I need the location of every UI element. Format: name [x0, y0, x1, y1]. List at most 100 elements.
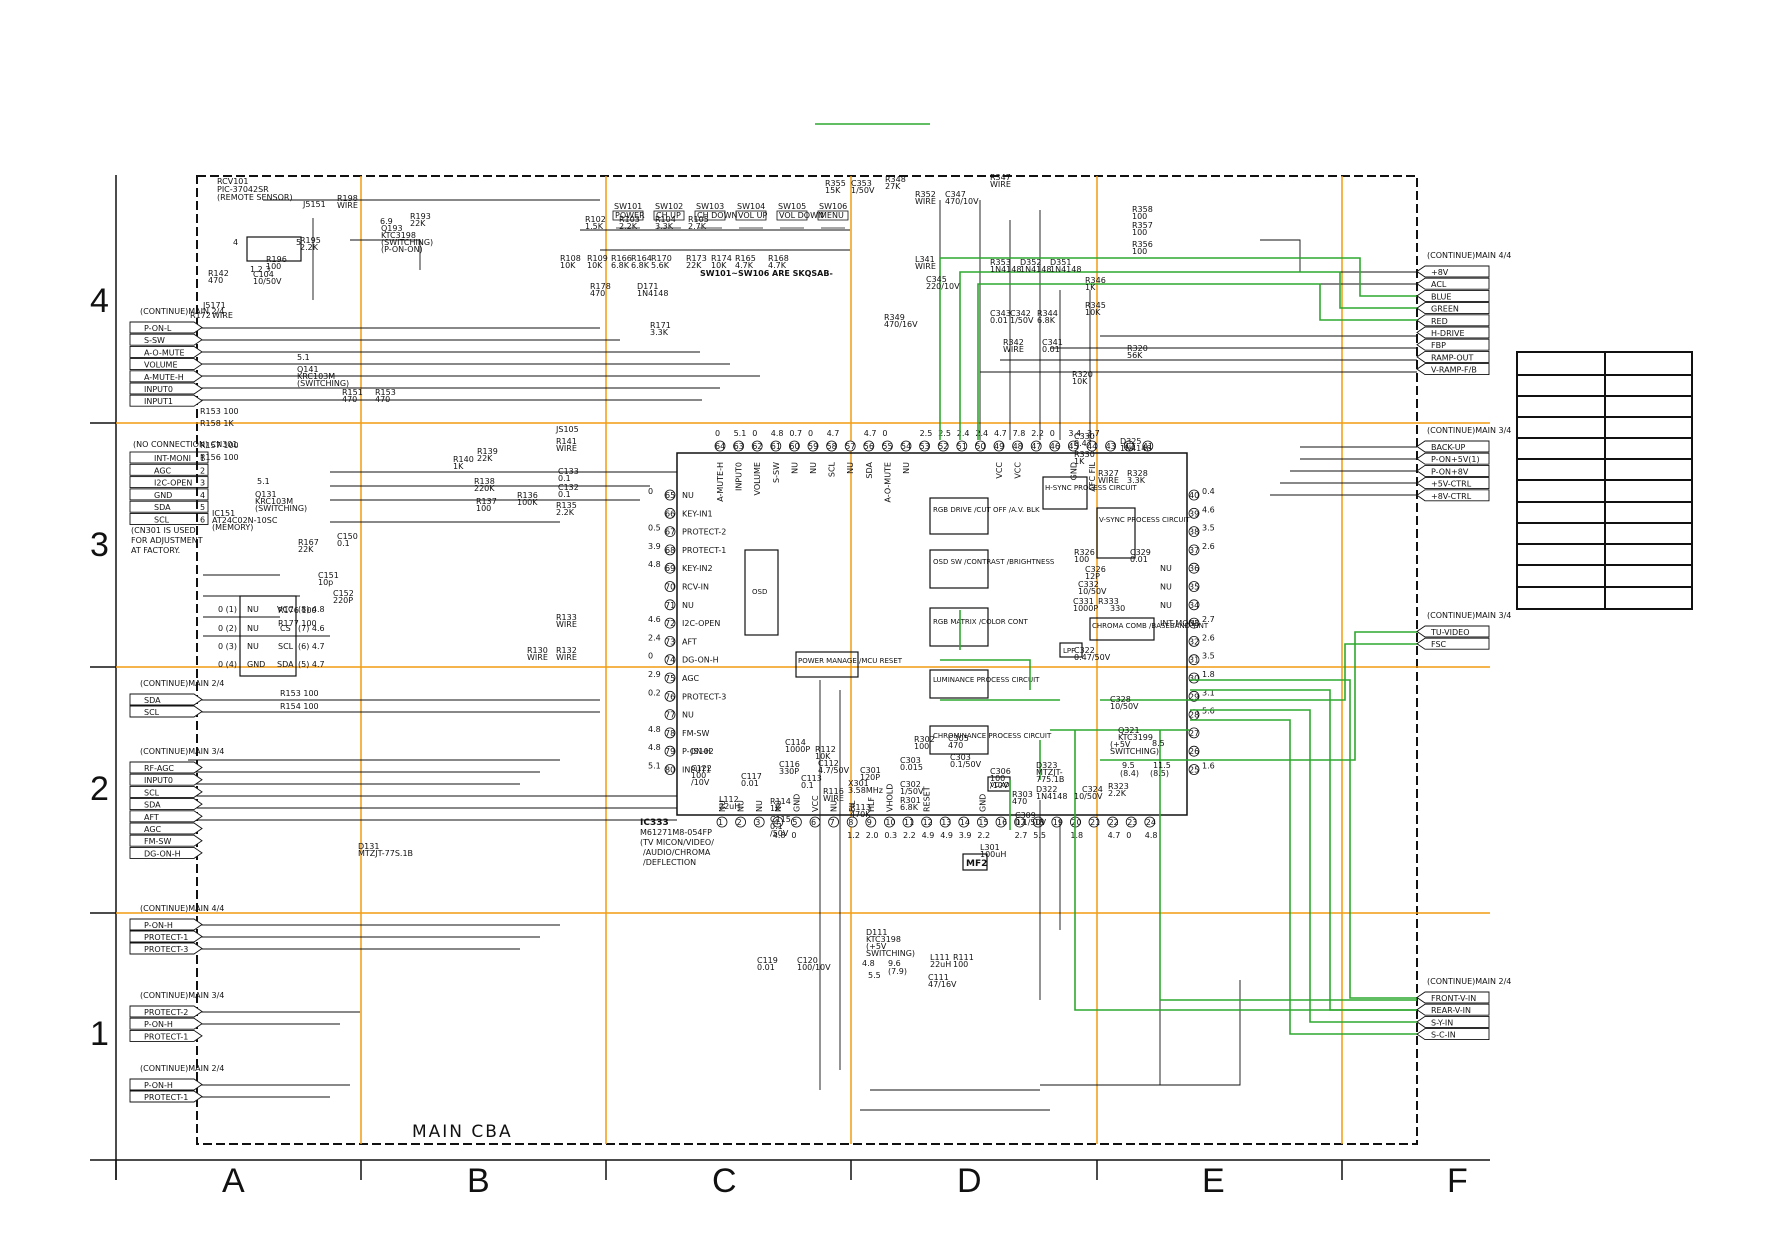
part-label: 220K	[474, 484, 495, 493]
part-label: 5.5	[868, 971, 881, 980]
part-label: R166	[611, 254, 632, 263]
connector-header: (CONTINUE)MAIN 3/4	[140, 991, 224, 1000]
part-label: R153 100	[200, 407, 239, 416]
pin-voltage: 2.4	[957, 429, 970, 438]
pin-38	[1188, 526, 1200, 537]
part-label: (+5V	[866, 942, 887, 951]
connector-pin-label: P-ON-H	[144, 921, 173, 930]
pin-voltage: 1.2	[847, 831, 860, 840]
connector-pin-box	[129, 761, 203, 774]
pin-label: PROTECT-1	[682, 546, 726, 555]
part-label: R345	[1085, 301, 1106, 310]
pin-voltage: 1.8	[1202, 670, 1215, 679]
pin-48	[1012, 440, 1023, 452]
part-label: R151	[342, 388, 363, 397]
part-label: R328	[1127, 469, 1148, 478]
connector-pin-label: INPUT0	[144, 385, 173, 394]
pin-voltage: 0	[715, 429, 720, 438]
rcv101-body	[246, 236, 302, 262]
pin-voltage: 3.9	[959, 831, 972, 840]
pin-53	[919, 440, 930, 452]
ic333-desc-2: /AUDIO/CHROMA	[643, 848, 711, 857]
part-label: C112	[818, 759, 839, 768]
svg-text:CS: CS	[280, 624, 291, 633]
part-label: C353	[851, 179, 872, 188]
part-label: 0.01	[1130, 555, 1148, 564]
connector-pin-box	[129, 798, 203, 811]
pin-label: GND	[1069, 462, 1078, 480]
pin-58	[826, 440, 837, 452]
part-label: J5171	[202, 301, 226, 310]
pin-33	[1188, 617, 1200, 629]
connector-pin-box	[129, 705, 203, 718]
pin-voltage: 2.5	[938, 429, 951, 438]
part-label: 1000P	[1073, 604, 1098, 613]
pin-47	[1030, 440, 1042, 452]
pin-num: 70	[665, 583, 675, 592]
part-label: KTC3199	[1118, 733, 1153, 742]
green-signal-traces	[939, 257, 1417, 1035]
connector-pin-label: ACL	[1431, 280, 1447, 289]
pin-35	[1188, 581, 1200, 592]
part-label: 1N4148	[1120, 444, 1151, 453]
pin-label: NU	[1160, 601, 1172, 610]
block-luminance: LUMINANCE PROCESS CIRCUIT	[933, 676, 1040, 684]
part-label: R137	[476, 497, 497, 506]
pin-51	[956, 440, 968, 452]
connector-header: (CONTINUE)MAIN 2/4	[140, 1064, 224, 1073]
switch-button-name: CH DOWN	[697, 211, 738, 220]
ic151-body	[239, 595, 297, 677]
svg-text:(5) 4.7: (5) 4.7	[298, 660, 325, 669]
pin-voltage: 0.2	[648, 688, 661, 697]
part-label: 1N4148	[1020, 265, 1051, 274]
cn301-pin-box	[129, 513, 209, 525]
part-label: 470K	[850, 810, 871, 819]
connector-pin-label: PROTECT-1	[144, 1032, 188, 1041]
switch-label: SW106	[819, 202, 847, 211]
switch-button-name: MENU	[820, 211, 844, 220]
pin-label: VHOLD	[885, 784, 894, 812]
pin-num: 40	[1189, 491, 1199, 500]
part-label: D323	[1036, 761, 1057, 770]
part-label: 4.8	[862, 959, 875, 968]
cn301-pin-label: SDA	[154, 503, 171, 512]
pin-num: 60	[789, 442, 799, 451]
switch-button-box	[612, 210, 644, 221]
pin-52	[937, 440, 949, 452]
pin-label: KEY-IN2	[682, 564, 713, 573]
part-label: C116	[779, 760, 800, 769]
ic-internal-blocks	[744, 476, 1155, 871]
part-label: 470	[1012, 797, 1027, 806]
part-label: 0.1	[558, 474, 571, 483]
pin-num: 57	[845, 442, 855, 451]
part-label: R133	[556, 613, 577, 622]
pin-num: 79	[665, 747, 675, 756]
connector-pin-box	[129, 942, 203, 955]
connector-pin-box	[1416, 1003, 1490, 1016]
pin-label: PROTECT-2	[682, 528, 726, 537]
switch-label: SW102	[655, 202, 683, 211]
part-label: 0.1/50V	[1015, 818, 1047, 827]
pin-label: INPUT1	[682, 766, 711, 775]
part-label: R178	[590, 282, 611, 291]
pin-label: FIL	[848, 800, 857, 812]
pin-voltage: 3.5	[1202, 652, 1215, 661]
part-label: WIRE	[337, 201, 358, 210]
part-label: RCV101	[217, 177, 249, 186]
cn301-pin-label: AGC	[154, 466, 172, 475]
pin-num: 4	[774, 818, 779, 827]
pin-num: 73	[665, 637, 675, 646]
block-power: POWER MANAGE /MCU RESET	[798, 657, 903, 665]
block-osd-sw: OSD SW /CONTRAST /BRIGHTNESS	[933, 558, 1055, 566]
pin-num: 19	[1053, 818, 1063, 827]
connector-pin-label: A-O-MUTE	[144, 348, 185, 357]
connector-pin-box	[129, 1017, 203, 1030]
switch-label: SW105	[778, 202, 806, 211]
pin-80	[664, 764, 676, 775]
pin-num: 21	[1090, 818, 1100, 827]
connector-pin-box	[129, 345, 203, 358]
part-label: 1/50V	[900, 787, 924, 796]
connector-pin-label: S-Y-IN	[1431, 1018, 1453, 1027]
part-label: C122	[691, 764, 712, 773]
